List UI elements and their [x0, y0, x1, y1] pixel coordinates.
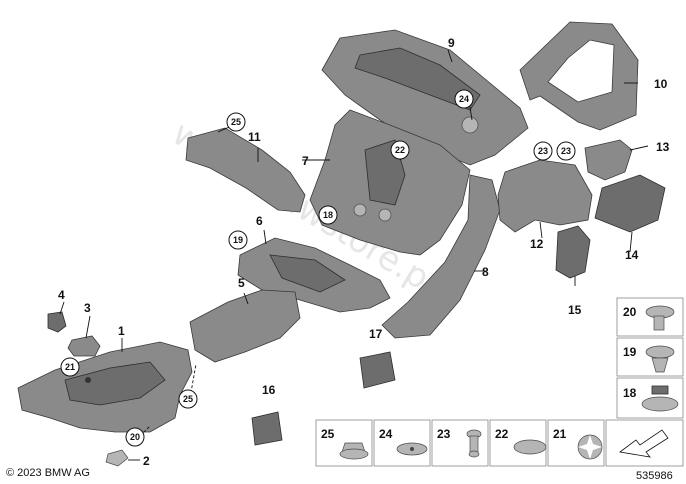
- svg-text:24: 24: [459, 94, 469, 104]
- fastener-label-20: 20: [623, 305, 637, 319]
- callout-16: 16: [262, 383, 276, 397]
- svg-text:19: 19: [233, 235, 243, 245]
- fastener-label-19: 19: [623, 345, 637, 359]
- circled-callout-22: 22: [390, 140, 410, 160]
- part-3-plate[interactable]: [67, 335, 101, 357]
- fastener-21-icon: [577, 434, 603, 460]
- callout-8: 8: [482, 265, 489, 279]
- fastener-23-icon: [466, 429, 482, 458]
- fastener-panel-bottom: 25 24 23 22 21: [315, 419, 684, 467]
- callout-13: 13: [656, 140, 670, 154]
- fastener-label-23: 23: [437, 427, 451, 441]
- callout-9: 9: [448, 36, 455, 50]
- part-1-main-shield[interactable]: [17, 341, 193, 433]
- copyright-text: © 2023 BMW AG: [6, 467, 90, 479]
- callout-11: 11: [248, 130, 261, 144]
- circled-callout-23a: 23: [533, 141, 553, 161]
- view-arrow-icon: [619, 429, 669, 458]
- fastener-18-icon: [641, 385, 679, 412]
- callout-6: 6: [256, 214, 263, 228]
- fastener-25-icon: [339, 442, 369, 460]
- fastener-label-21: 21: [553, 427, 567, 441]
- part-14-pad[interactable]: [594, 174, 666, 233]
- part-13-cover[interactable]: [584, 139, 633, 181]
- fastener-label-18: 18: [623, 386, 637, 400]
- part-15-insert[interactable]: [555, 225, 591, 279]
- svg-text:23: 23: [538, 146, 548, 156]
- callout-10: 10: [654, 77, 668, 91]
- fastener-label-22: 22: [495, 427, 509, 441]
- callout-17: 17: [369, 327, 383, 341]
- part-4-clip[interactable]: [47, 311, 67, 333]
- callout-12: 12: [530, 237, 544, 251]
- circled-callout-19: 19: [228, 230, 248, 250]
- fastener-20-icon: [645, 305, 675, 331]
- fastener-19-icon: [645, 345, 675, 373]
- part-16-pad[interactable]: [251, 411, 283, 446]
- fastener-24-icon: [396, 442, 428, 456]
- callout-15: 15: [568, 303, 582, 317]
- svg-text:25: 25: [231, 117, 241, 127]
- fastener-panel-side: 20 19 18: [616, 297, 684, 419]
- svg-text:25: 25: [183, 394, 193, 404]
- svg-text:21: 21: [65, 362, 75, 372]
- svg-text:20: 20: [130, 432, 140, 442]
- part-12-arch[interactable]: [497, 159, 593, 233]
- part-11-bracket[interactable]: [185, 127, 306, 213]
- circled-callout-25a: 25: [226, 112, 246, 132]
- diagram-id: 535986: [636, 470, 673, 482]
- fastener-22-icon: [513, 439, 547, 455]
- fastener-label-24: 24: [379, 427, 393, 441]
- callout-5: 5: [238, 276, 245, 290]
- circled-callout-20: 20: [125, 427, 145, 447]
- svg-text:18: 18: [323, 210, 333, 220]
- circled-callout-23b: 23: [556, 141, 576, 161]
- part-10-frame[interactable]: [519, 21, 639, 131]
- svg-text:23: 23: [561, 146, 571, 156]
- circled-callout-24: 24: [454, 89, 474, 109]
- part-5-tunnel[interactable]: [189, 289, 301, 363]
- callout-1: 1: [118, 324, 125, 338]
- callout-14: 14: [625, 248, 639, 262]
- callout-4: 4: [58, 288, 65, 302]
- part-9-panel[interactable]: [321, 29, 529, 166]
- fastener-label-25: 25: [321, 427, 335, 441]
- svg-text:22: 22: [395, 145, 405, 155]
- part-2-cap[interactable]: [105, 449, 129, 467]
- callout-7: 7: [302, 154, 309, 168]
- circled-callout-18: 18: [318, 205, 338, 225]
- callout-2: 2: [143, 454, 150, 468]
- circled-callout-21: 21: [60, 357, 80, 377]
- part-17-pad[interactable]: [359, 351, 396, 389]
- circled-callout-25b: 25: [178, 389, 198, 409]
- callout-3: 3: [84, 301, 91, 315]
